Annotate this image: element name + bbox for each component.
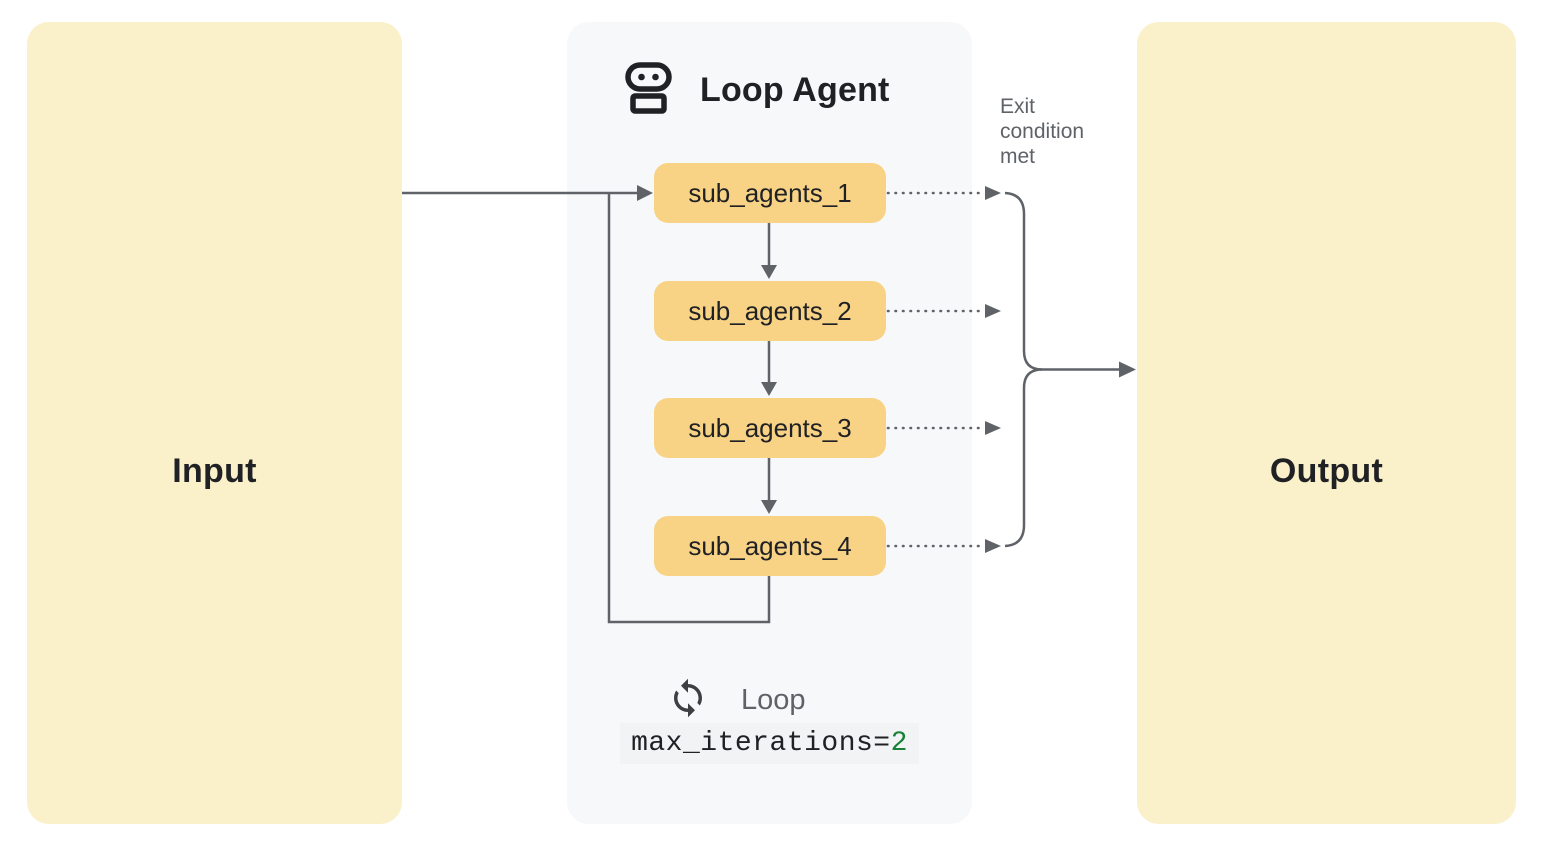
loop-agent-title: Loop Agent	[700, 71, 890, 109]
sub-agent-node-1: sub_agents_1	[654, 163, 886, 223]
merge-brace-to-output	[1004, 191, 1136, 548]
loop-agent-panel: Loop Agent sub_agents_1 sub_agents_2 sub…	[567, 22, 972, 824]
max-iterations-code: max_iterations=2	[620, 723, 919, 764]
loop-agent-header: Loop Agent	[625, 62, 890, 119]
robot-icon	[625, 62, 672, 119]
max-iterations-code-prefix: max_iterations=	[631, 728, 891, 759]
output-node: Output	[1137, 22, 1516, 824]
max-iterations-row: max_iterations=2	[567, 723, 972, 764]
exit-condition-label: Exit condition met	[1000, 95, 1085, 168]
input-node: Input	[27, 22, 402, 824]
sub-agent-node-4: sub_agents_4	[654, 516, 886, 576]
loop-sync-icon	[667, 677, 709, 724]
sub-agent-node-3: sub_agents_3	[654, 398, 886, 458]
input-label: Input	[172, 452, 257, 490]
output-label: Output	[1269, 452, 1384, 490]
max-iterations-code-value: 2	[890, 728, 908, 759]
sub-agent-node-2: sub_agents_2	[654, 281, 886, 341]
loop-indicator: Loop	[667, 677, 806, 724]
loop-label: Loop	[741, 684, 806, 716]
